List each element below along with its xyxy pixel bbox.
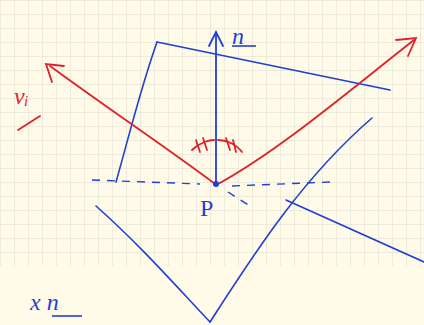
red-vectors — [18, 38, 416, 184]
math-label: vᵢ — [14, 84, 28, 108]
grid-paper — [0, 0, 424, 266]
point-dot — [213, 181, 219, 187]
math-label: P — [200, 196, 213, 220]
underline — [52, 315, 82, 317]
math-label: n — [232, 24, 244, 48]
math-label: x n — [30, 290, 59, 314]
plane-outline — [96, 42, 424, 322]
normal-vector — [209, 32, 223, 184]
